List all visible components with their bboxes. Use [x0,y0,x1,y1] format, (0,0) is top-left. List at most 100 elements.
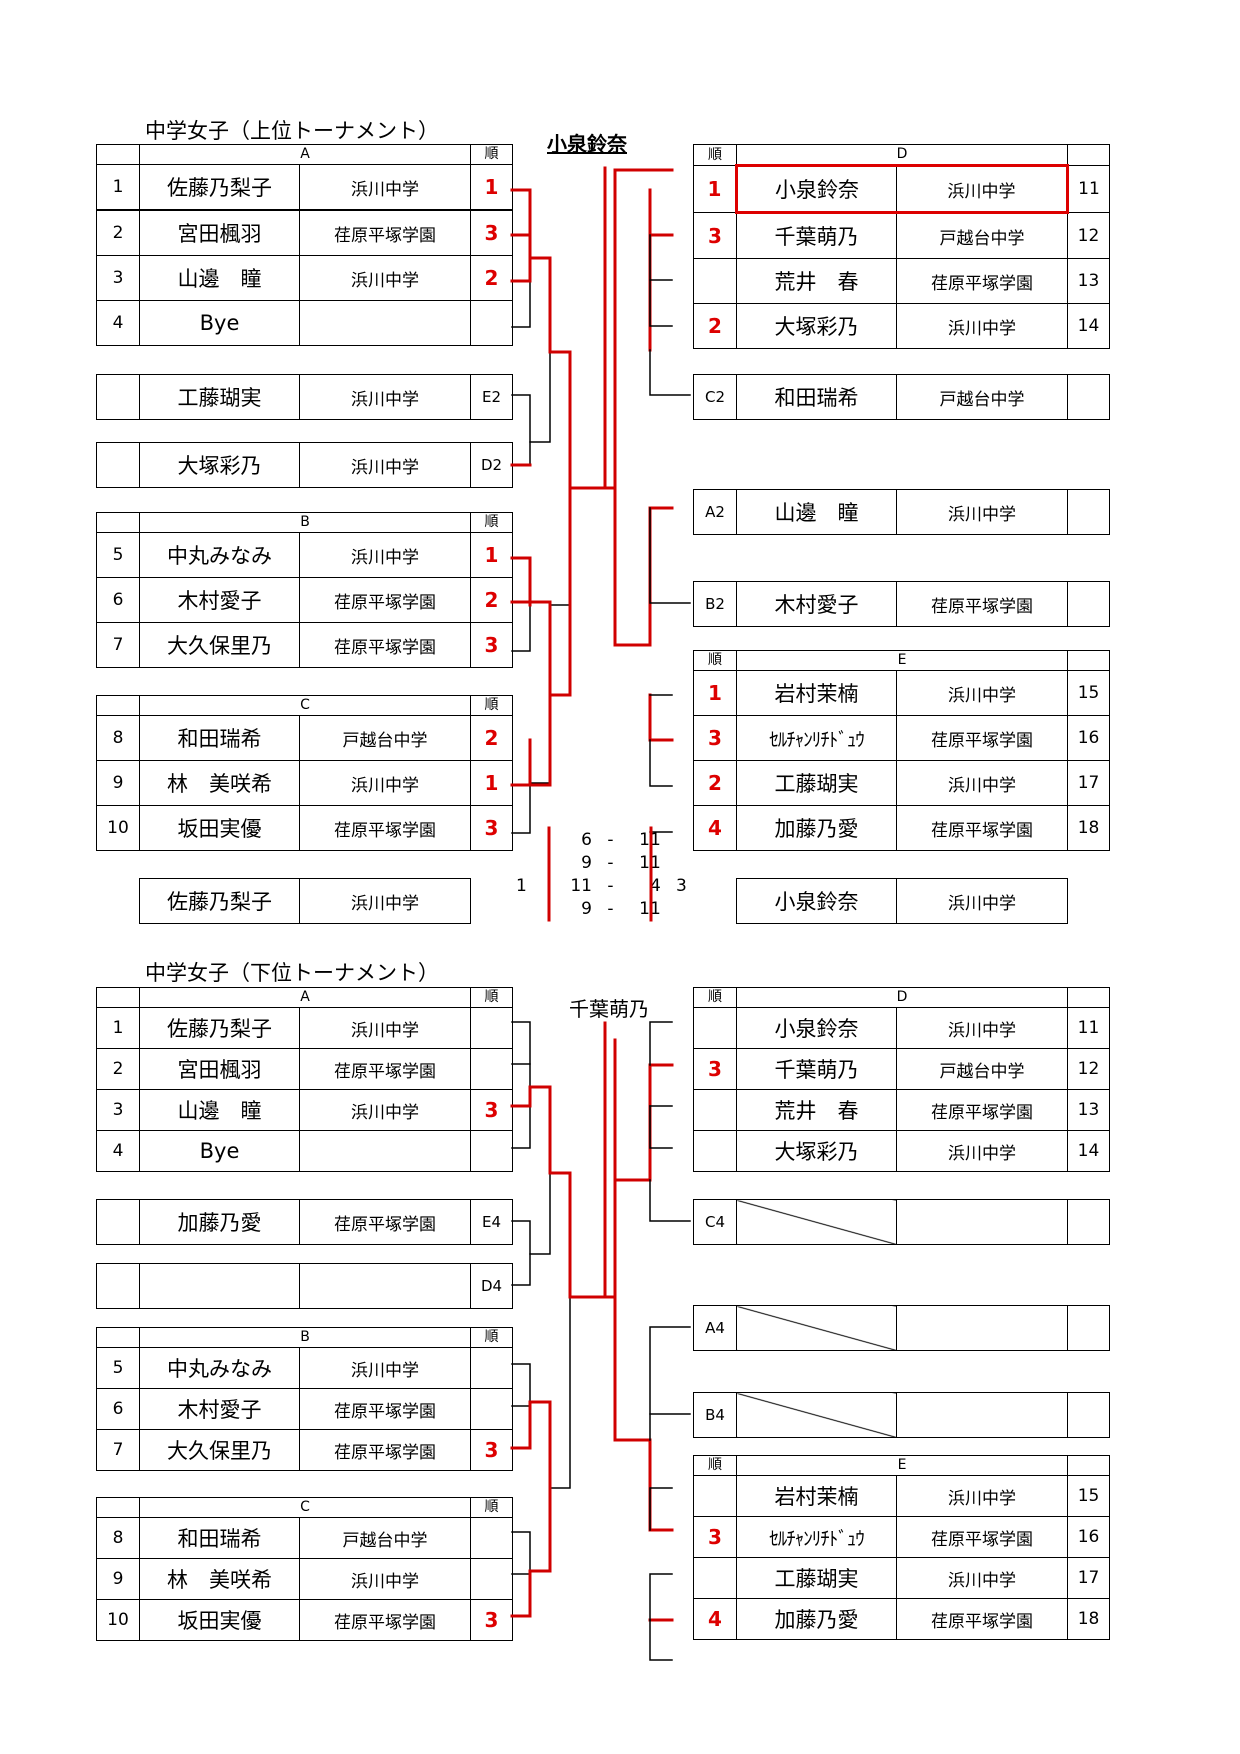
school-name: 浜川中学 [896,489,1068,535]
school-name: 荏原平塚学園 [896,581,1068,627]
score-dash: - [607,853,614,873]
final-right-player: 小泉鈴奈浜川中学 [736,878,1068,924]
entry-number: 10 [96,1599,140,1641]
final-right-sets: 3 [676,876,687,896]
school-name: 浜川中学 [299,442,471,488]
player-name: 佐藤乃梨子 [139,878,300,924]
school-name: 戸越台中学 [896,1048,1068,1090]
entry-number: 4 [96,1130,140,1172]
school-name: 戸越台中学 [896,212,1068,259]
player-name: 木村愛子 [736,581,897,627]
player-name: 小泉鈴奈 [735,164,897,214]
rank-value: 2 [470,577,514,623]
entry-number: 3 [96,255,140,301]
score-left: 9 [581,853,592,873]
player-name: 荒井 春 [736,1089,897,1131]
school-name: 浜川中学 [895,670,1069,716]
rank-value [470,1048,514,1090]
school-name: 浜川中学 [298,1089,472,1131]
entry-number: 18 [1067,1598,1111,1640]
score-left: 9 [581,899,592,919]
entry-number: 2 [96,1048,140,1090]
entry-number: 14 [1067,1130,1110,1172]
entry-number: 8 [96,715,140,761]
entry-number: 2 [96,209,140,256]
rank-value [693,1130,737,1172]
rank-value [693,1007,737,1049]
final-left-sets: 1 [516,876,527,896]
player-name: 中丸みなみ [139,532,300,578]
rank-header: 順 [693,1455,737,1476]
rank-value [470,1347,514,1389]
empty-slot [736,1199,897,1245]
score-right: 4 [649,876,661,896]
entry-number: 5 [96,1347,140,1389]
lower-c4-entry: C4 [693,1199,1110,1245]
player-name: 和田瑞希 [736,374,897,420]
player-name: 木村愛子 [139,1388,300,1430]
school-name: 浜川中学 [896,1007,1068,1049]
rank-value: 1 [470,760,513,806]
player-name: 大塚彩乃 [139,442,300,488]
player-name: 加藤乃愛 [736,1598,897,1640]
score-dash: - [607,876,614,896]
lower-d4-entry: D4 [96,1263,513,1309]
entry-number: 9 [96,760,140,806]
school-name: 荏原平塚学園 [895,1598,1069,1640]
slot-label: A4 [693,1305,737,1351]
school-name: 浜川中学 [299,878,471,924]
final-left-player: 佐藤乃梨子浜川中学 [139,878,471,924]
school-name: 戸越台中学 [896,374,1068,420]
player-name: 加藤乃愛 [736,805,897,851]
player-name: 大塚彩乃 [736,303,897,349]
school-name: 荏原平塚学園 [895,805,1069,851]
entry-number: 15 [1067,670,1111,716]
rank-value: 4 [693,805,737,851]
rank-value: 3 [470,805,513,851]
slot-label: E2 [470,374,513,420]
empty-slot [736,1392,897,1438]
rank-value: 3 [470,622,514,668]
school-name: 荏原平塚学園 [298,209,472,256]
rank-value: 3 [470,1429,514,1471]
rank-header: 順 [470,512,514,533]
player-name: 岩村茉楠 [736,1475,897,1517]
slot-label: C2 [693,374,737,420]
entry-number: 16 [1067,1516,1111,1558]
player-name: 千葉萌乃 [736,212,897,259]
score-left: 6 [581,830,592,850]
school-name: 浜川中学 [298,1007,472,1049]
lower-right-black-lines [649,1021,691,1661]
rank-value: 2 [470,255,514,301]
entry-number: 7 [96,1429,140,1471]
player-name: 小泉鈴奈 [736,878,897,924]
slot-label: D4 [470,1263,513,1309]
player-name: 加藤乃愛 [139,1199,300,1245]
lower-a4-entry: A4 [693,1305,1110,1351]
rank-value [470,1517,513,1559]
rank-value: 3 [470,1599,513,1641]
slot-label: B4 [693,1392,737,1438]
rank-header: 順 [470,144,514,165]
rank-header: 順 [470,1327,514,1348]
school-name: 戸越台中学 [299,715,471,761]
school-name: 荏原平塚学園 [896,258,1068,304]
school-name: 荏原平塚学園 [298,622,472,668]
player-name: 小泉鈴奈 [736,1007,897,1049]
rank-value: 1 [470,164,514,211]
rank-value: 3 [693,1048,737,1090]
school-name: 浜川中学 [299,1558,471,1600]
player-name: 荒井 春 [736,258,897,304]
